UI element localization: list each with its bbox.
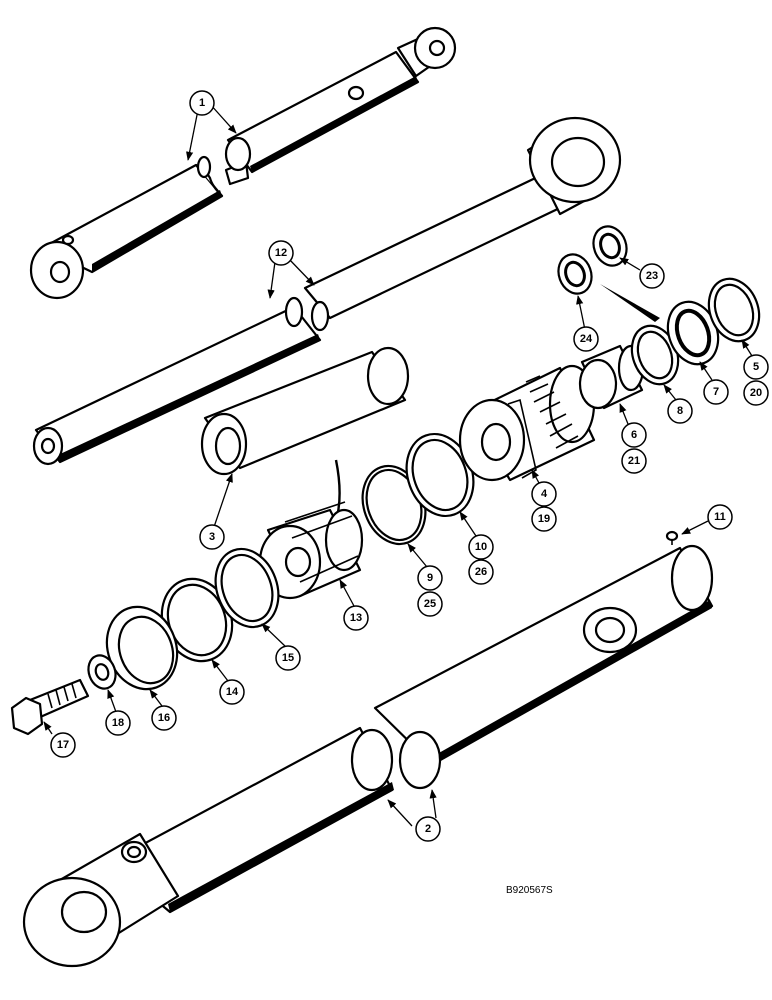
callout-11: 11	[707, 504, 733, 530]
callout-8: 8	[667, 398, 693, 424]
svg-text:21: 21	[628, 455, 640, 467]
callout-16: 16	[151, 705, 177, 731]
callout-6: 6	[621, 422, 647, 448]
backup-ring-part-10	[405, 432, 475, 518]
callout-20: 20	[743, 380, 769, 406]
svg-text:15: 15	[282, 652, 294, 664]
svg-text:2: 2	[425, 823, 431, 835]
svg-text:11: 11	[714, 511, 726, 523]
callout-15: 15	[275, 645, 301, 671]
seal-arc	[334, 459, 341, 513]
seal-part-24	[557, 253, 593, 295]
cylinder-head-part-4	[458, 364, 596, 482]
svg-text:8: 8	[677, 405, 683, 417]
svg-text:9: 9	[427, 572, 433, 584]
svg-text:14: 14	[226, 686, 239, 698]
callout-21: 21	[621, 448, 647, 474]
wedge-pointer	[600, 284, 660, 322]
svg-text:17: 17	[57, 739, 69, 751]
wiper-part-5	[707, 277, 761, 343]
svg-text:4: 4	[541, 488, 548, 500]
bolt-part-17	[10, 678, 90, 736]
piston-rod-part-12	[32, 116, 622, 466]
callout-17: 17	[50, 732, 76, 758]
callout-12: 12	[268, 240, 294, 266]
piston-ring-part-14	[160, 577, 234, 663]
callout-18: 18	[105, 710, 131, 736]
grease-fitting-part-11	[665, 530, 679, 545]
spacer-tube-part-3	[200, 346, 410, 476]
svg-text:20: 20	[750, 387, 762, 399]
callout-4: 4	[531, 481, 557, 507]
cylinder-assembly-part-1	[29, 26, 457, 300]
callout-1: 1	[189, 90, 215, 116]
callout-13: 13	[343, 605, 369, 631]
svg-text:1: 1	[199, 97, 205, 109]
svg-text:12: 12	[275, 247, 287, 259]
callout-3: 3	[199, 524, 225, 550]
callout-7: 7	[703, 379, 729, 405]
svg-text:26: 26	[475, 566, 487, 578]
svg-text:18: 18	[112, 717, 124, 729]
bushing-part-6	[578, 344, 645, 410]
svg-text:3: 3	[209, 531, 215, 543]
rod-seal-part-7	[666, 300, 720, 366]
callout-9: 9	[417, 565, 443, 591]
callout-25: 25	[417, 591, 443, 617]
washer-part-18	[87, 654, 117, 690]
callout-19: 19	[531, 506, 557, 532]
svg-text:7: 7	[713, 386, 719, 398]
svg-text:19: 19	[538, 513, 550, 525]
callout-23: 23	[639, 263, 665, 289]
svg-text:6: 6	[631, 429, 637, 441]
cylinder-barrel-part-2	[22, 544, 714, 968]
svg-text:13: 13	[350, 612, 362, 624]
callout-10: 10	[468, 534, 494, 560]
callout-24: 24	[573, 326, 599, 352]
svg-text:10: 10	[475, 541, 487, 553]
callout-5: 5	[743, 354, 769, 380]
svg-text:5: 5	[753, 361, 759, 373]
leader-lines	[43, 103, 753, 827]
figure-reference: B920567S	[506, 885, 553, 896]
svg-text:16: 16	[158, 712, 170, 724]
svg-text:24: 24	[580, 333, 593, 345]
svg-text:25: 25	[424, 598, 436, 610]
piston-ring-part-15	[214, 547, 280, 629]
seal-part-23	[592, 225, 628, 267]
callout-14: 14	[219, 679, 245, 705]
svg-text:23: 23	[646, 270, 658, 282]
wear-ring-part-16	[105, 605, 179, 691]
callout-26: 26	[468, 559, 494, 585]
callout-2: 2	[415, 816, 441, 842]
